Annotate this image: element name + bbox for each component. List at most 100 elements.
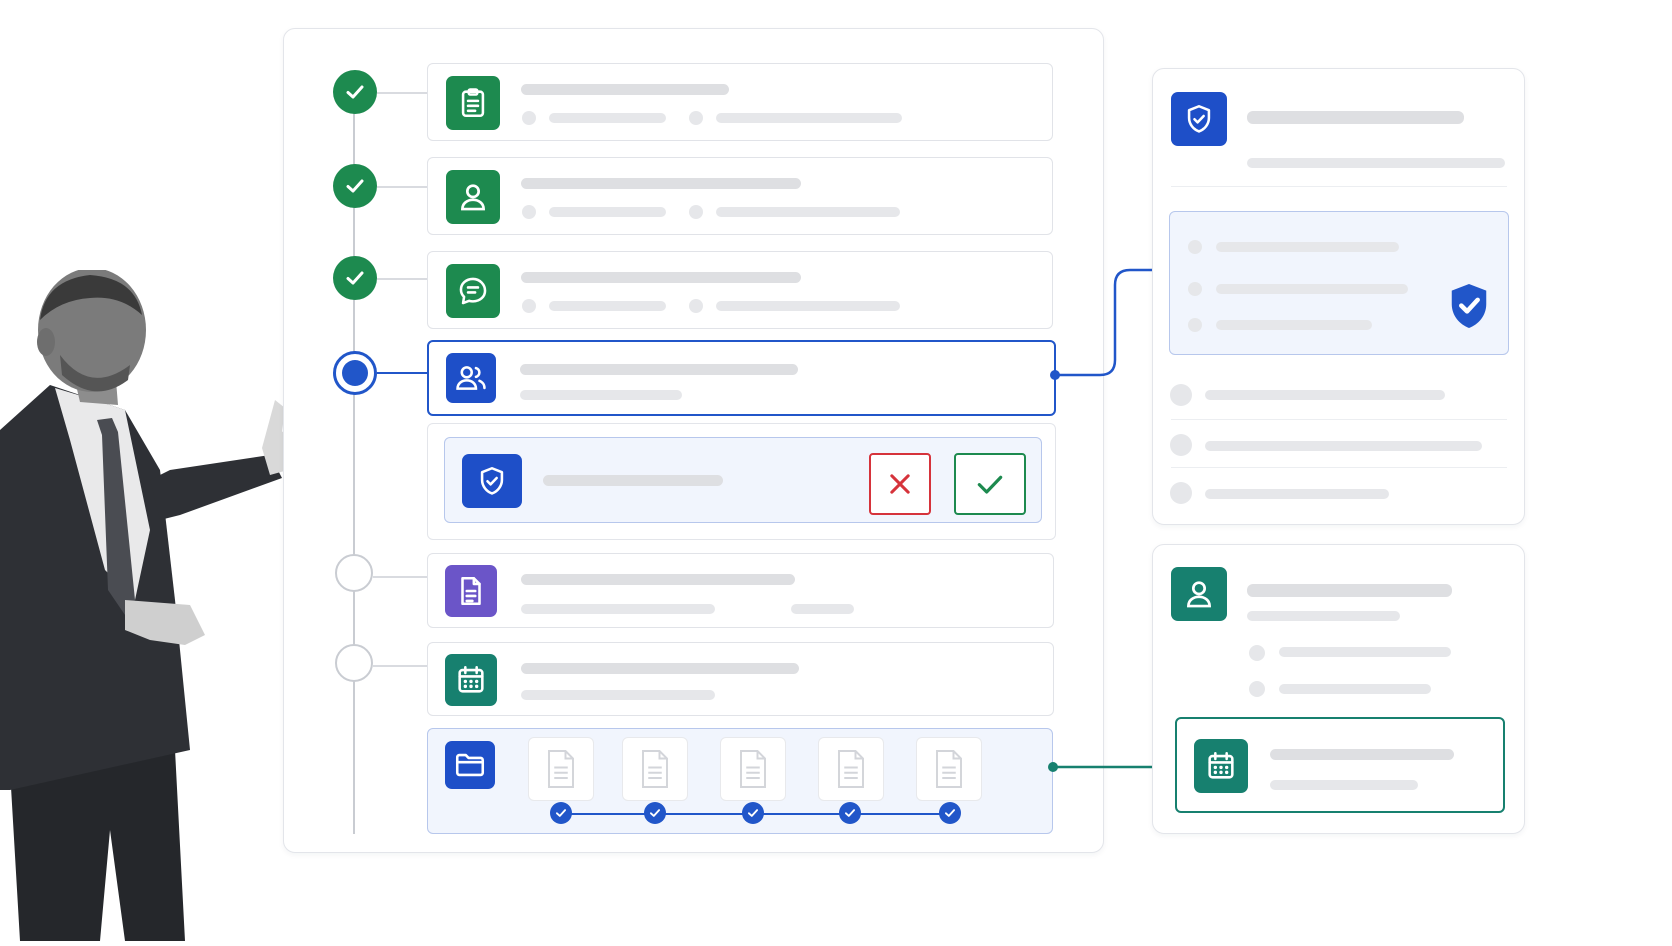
- file-icon: [548, 750, 574, 788]
- file-verified-check-icon: [839, 802, 861, 824]
- chat-bubble-icon: [446, 264, 500, 318]
- workflow-step-1[interactable]: [427, 63, 1053, 141]
- timeline-line: [353, 92, 355, 834]
- title-placeholder: [520, 364, 798, 375]
- subtitle-placeholder: [520, 390, 682, 400]
- workflow-step-5[interactable]: [427, 553, 1054, 628]
- meta-dot: [689, 299, 703, 313]
- list-dot: [1249, 645, 1265, 661]
- title-placeholder: [521, 272, 801, 283]
- divider: [1171, 467, 1507, 468]
- calendar-icon: [445, 654, 497, 706]
- list-placeholder: [1205, 441, 1482, 451]
- meta-dot: [522, 299, 536, 313]
- connector: [377, 186, 427, 188]
- meta-dot: [689, 111, 703, 125]
- meta-placeholder: [716, 207, 900, 217]
- approval-text-placeholder: [543, 475, 723, 486]
- step-3-complete-icon: [333, 256, 377, 300]
- file-verified-check-icon: [550, 802, 572, 824]
- subtitle-placeholder: [791, 604, 854, 614]
- list-placeholder: [1279, 684, 1431, 694]
- list-placeholder: [1279, 647, 1451, 657]
- meta-placeholder: [716, 301, 900, 311]
- list-dot: [1188, 240, 1202, 254]
- subtitle-placeholder: [521, 690, 715, 700]
- shield-check-icon: [462, 454, 522, 508]
- file-thumbnail[interactable]: [622, 737, 688, 801]
- file-thumbnail[interactable]: [916, 737, 982, 801]
- list-placeholder: [1205, 489, 1389, 499]
- file-thumbnail[interactable]: [720, 737, 786, 801]
- meta-dot: [522, 111, 536, 125]
- profile-panel: [1152, 544, 1525, 834]
- list-placeholder: [1216, 284, 1408, 294]
- user-icon: [446, 170, 500, 224]
- meta-placeholder: [549, 301, 666, 311]
- step-1-complete-icon: [333, 70, 377, 114]
- files-row: [427, 728, 1053, 834]
- connector: [373, 576, 427, 578]
- meta-placeholder: [549, 207, 666, 217]
- reject-button[interactable]: [869, 453, 931, 515]
- approval-panel: [444, 437, 1042, 523]
- shield-check-icon: [1171, 92, 1227, 146]
- file-verified-check-icon: [939, 802, 961, 824]
- folder-icon: [445, 741, 495, 789]
- file-verified-check-icon: [644, 802, 666, 824]
- title-placeholder: [1247, 111, 1464, 124]
- title-placeholder: [1270, 749, 1454, 760]
- step-5-pending-indicator: [335, 554, 373, 592]
- close-icon: [890, 474, 910, 494]
- list-dot: [1170, 482, 1192, 504]
- connector: [377, 278, 427, 280]
- workflow-step-3[interactable]: [427, 251, 1053, 329]
- presenter-illustration: [0, 268, 350, 941]
- file-icon: [642, 750, 668, 788]
- title-placeholder: [1247, 584, 1452, 597]
- users-icon: [446, 353, 496, 403]
- file-thumbnail[interactable]: [818, 737, 884, 801]
- meta-placeholder: [549, 113, 666, 123]
- list-placeholder: [1205, 390, 1445, 400]
- linked-calendar-card[interactable]: [1175, 717, 1505, 813]
- subtitle-placeholder: [521, 604, 715, 614]
- divider: [1171, 419, 1507, 420]
- user-icon: [1171, 567, 1227, 621]
- file-verified-check-icon: [742, 802, 764, 824]
- file-icon: [838, 750, 864, 788]
- verified-checklist[interactable]: [1169, 211, 1509, 355]
- subtitle-placeholder: [1247, 611, 1400, 621]
- file-icon: [936, 750, 962, 788]
- check-icon: [977, 475, 1003, 494]
- list-dot: [1170, 384, 1192, 406]
- clipboard-icon: [446, 76, 500, 130]
- subtitle-placeholder: [1270, 780, 1418, 790]
- document-icon: [445, 565, 497, 617]
- security-panel: [1152, 68, 1525, 525]
- file-icon: [740, 750, 766, 788]
- approve-button[interactable]: [954, 453, 1026, 515]
- title-placeholder: [521, 178, 801, 189]
- subtitle-placeholder: [1247, 158, 1505, 168]
- connector: [377, 92, 427, 94]
- meta-dot: [689, 205, 703, 219]
- connector: [373, 665, 427, 667]
- list-dot: [1188, 282, 1202, 296]
- step-2-complete-icon: [333, 164, 377, 208]
- workflow-step-2[interactable]: [427, 157, 1053, 235]
- file-thumbnail[interactable]: [528, 737, 594, 801]
- step-6-pending-indicator: [335, 644, 373, 682]
- meta-placeholder: [716, 113, 902, 123]
- workflow-step-6[interactable]: [427, 642, 1054, 716]
- meta-dot: [522, 205, 536, 219]
- workflow-step-4-active[interactable]: [427, 340, 1056, 416]
- title-placeholder: [521, 84, 729, 95]
- calendar-icon: [1194, 739, 1248, 793]
- title-placeholder: [521, 574, 795, 585]
- title-placeholder: [521, 663, 799, 674]
- list-dot: [1188, 318, 1202, 332]
- step-4-current-indicator: [333, 351, 377, 395]
- list-dot: [1170, 434, 1192, 456]
- active-connector: [377, 372, 427, 374]
